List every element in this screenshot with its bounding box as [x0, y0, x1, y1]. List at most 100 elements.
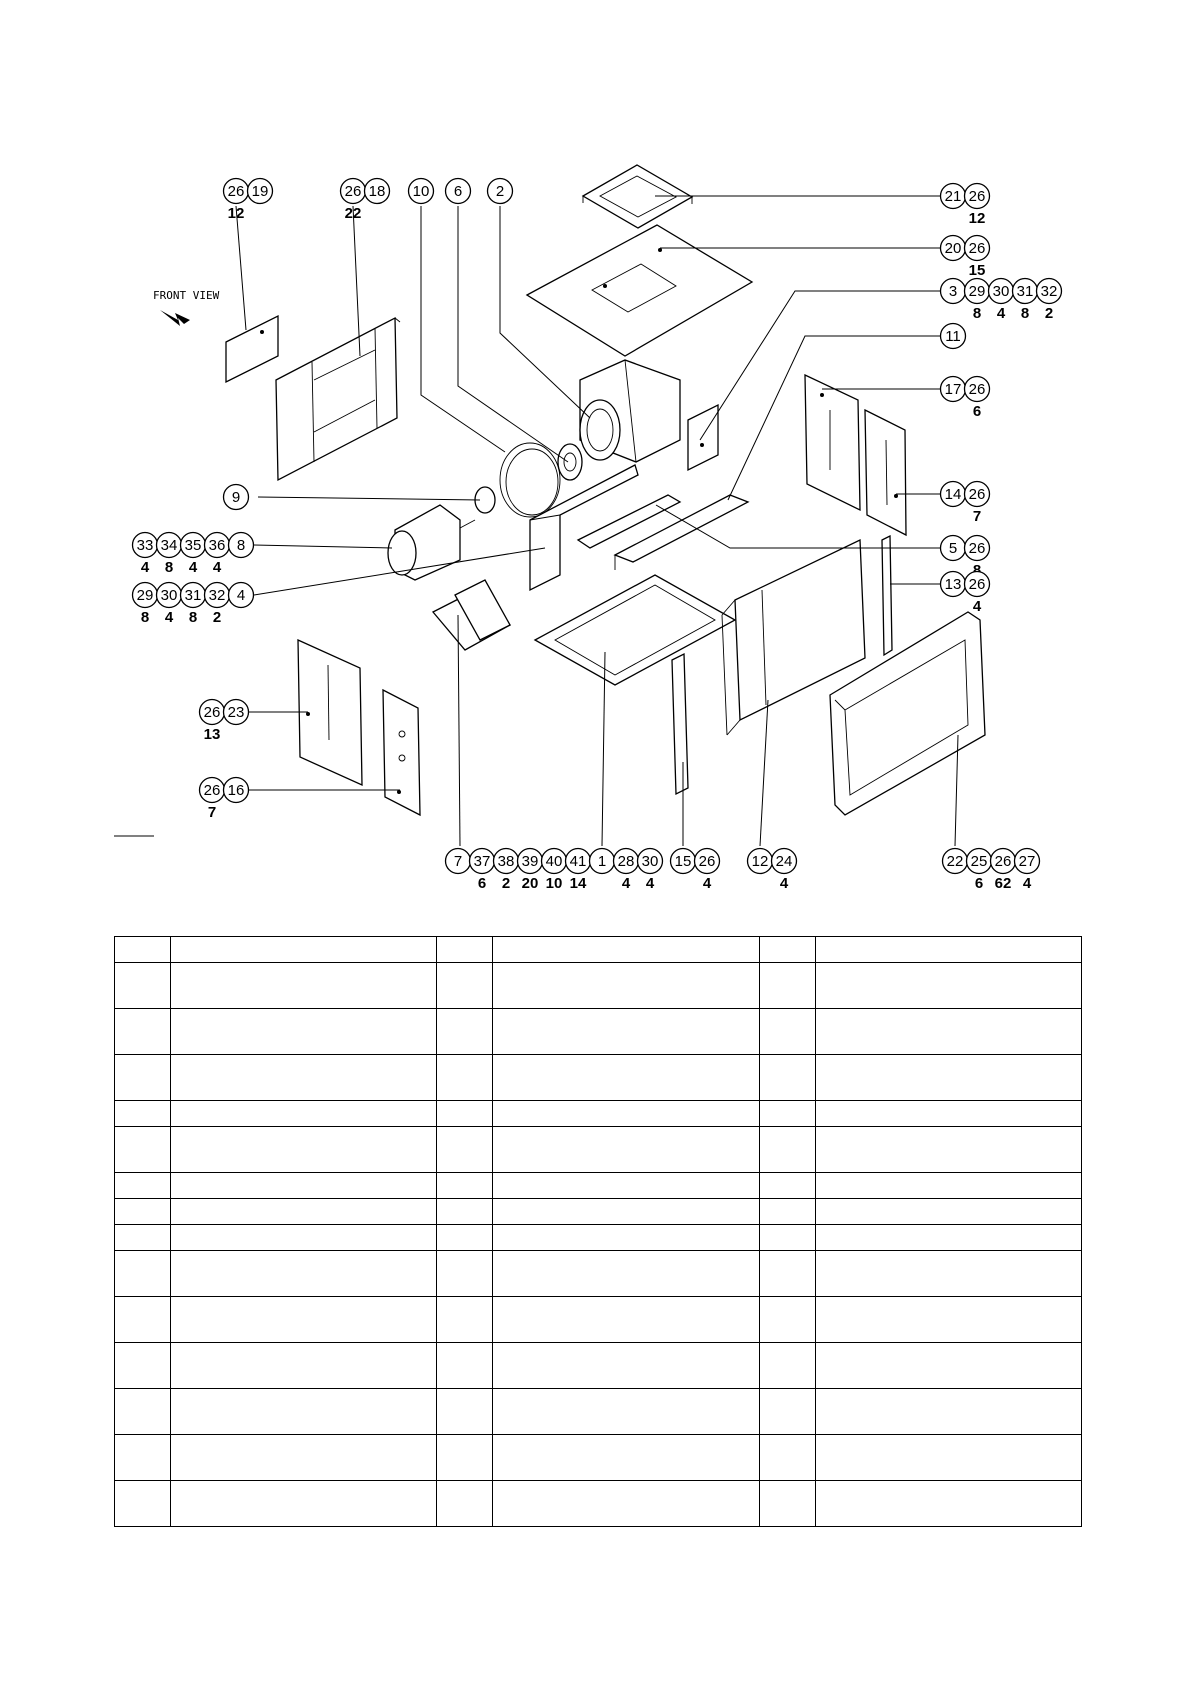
callout-number: 1 [598, 853, 606, 870]
callout-quantity: 4 [646, 875, 655, 892]
part-1-base-tray [533, 574, 737, 686]
callout-number: 26 [204, 704, 221, 721]
callout-number: 15 [675, 853, 692, 870]
item-number-cell [436, 1126, 494, 1173]
table-row [113, 1054, 1083, 1101]
item-description-cell [492, 1008, 760, 1055]
callout-bubble [246, 177, 274, 205]
item-description-cell [814, 1054, 1083, 1101]
table-row [113, 1224, 1083, 1251]
item-number-cell [113, 1054, 172, 1101]
callout-part-23: 26 13 23 [198, 698, 250, 743]
callout-number: 10 [413, 183, 430, 200]
item-number-cell [436, 1198, 494, 1225]
item-description-cell [814, 1296, 1083, 1343]
callout-quantity: 4 [165, 609, 174, 626]
callout-quantity: 13 [204, 726, 221, 743]
table-row [113, 936, 1083, 963]
callout-number: 26 [995, 853, 1012, 870]
item-number-cell [436, 1296, 494, 1343]
callout-quantity: 8 [1021, 305, 1029, 322]
callout-number: 20 [945, 240, 962, 257]
item-number-cell [113, 1198, 172, 1225]
item-number-cell [758, 1342, 816, 1389]
item-number-cell [113, 1126, 172, 1173]
item-number-cell [436, 1172, 494, 1199]
item-description-cell [492, 1224, 760, 1251]
part-15-post [671, 652, 689, 796]
item-description-cell [814, 1172, 1083, 1199]
part-4-motor-base [529, 464, 639, 592]
item-number-cell [436, 1250, 494, 1297]
callout-bubble [963, 375, 991, 403]
callout-part-9: 9 [222, 483, 250, 511]
item-number-cell [758, 1054, 816, 1101]
item-description-cell [814, 1250, 1083, 1297]
callout-number: 26 [969, 576, 986, 593]
callout-number: 5 [949, 540, 957, 557]
callout-quantity: 8 [189, 609, 197, 626]
callout-bubble [1013, 847, 1041, 875]
table-row [113, 1008, 1083, 1055]
part-7-bracket [431, 579, 511, 651]
item-description-cell [170, 1100, 438, 1127]
item-description-cell [170, 962, 438, 1009]
callout-number: 25 [971, 853, 988, 870]
part-8-motor [387, 504, 476, 581]
callout-quantity: 20 [522, 875, 539, 892]
item-description-cell [814, 1126, 1083, 1173]
item-description-cell [814, 1480, 1083, 1527]
item-number-cell [113, 1388, 172, 1435]
callout-number: 7 [454, 853, 462, 870]
callout-number: 33 [137, 537, 154, 554]
item-description-cell [170, 1008, 438, 1055]
callout-quantity: 8 [141, 609, 149, 626]
item-description-cell [492, 1100, 760, 1127]
callout-part-2: 2 [486, 177, 514, 205]
callout-quantity: 12 [228, 205, 245, 222]
callout-part-10: 10 [407, 177, 435, 205]
item-number-cell [758, 1100, 816, 1127]
item-description-cell [492, 1172, 760, 1199]
item-number-cell [758, 1296, 816, 1343]
callout-number: 26 [969, 240, 986, 257]
callout-bubble [407, 177, 435, 205]
table-row [113, 1100, 1083, 1127]
item-number-cell [113, 1250, 172, 1297]
callout-number: 29 [137, 587, 154, 604]
item-description-cell [492, 1250, 760, 1297]
callout-number: 26 [969, 486, 986, 503]
callout-number: 4 [237, 587, 245, 604]
callout-quantity: 10 [546, 875, 563, 892]
callout-number: 26 [204, 782, 221, 799]
item-description-cell [814, 1434, 1083, 1481]
item-description-cell [170, 1434, 438, 1481]
item-number-cell [758, 1126, 816, 1173]
callout-bubble [227, 581, 255, 609]
item-number-cell [436, 1388, 494, 1435]
callout-number: 26 [969, 188, 986, 205]
callout-number: 32 [209, 587, 226, 604]
callout-quantity: 7 [208, 804, 216, 821]
callout-number: 26 [969, 381, 986, 398]
item-number-cell [758, 1250, 816, 1297]
item-number-cell [758, 1224, 816, 1251]
callout-number: 38 [498, 853, 515, 870]
item-description-cell [492, 1126, 760, 1173]
callout-number: 30 [642, 853, 659, 870]
callout-bubble [363, 177, 391, 205]
part-14-side-panel [864, 408, 907, 537]
callout-quantity: 6 [478, 875, 486, 892]
callout-number: 23 [228, 704, 245, 721]
callout-number: 14 [945, 486, 962, 503]
callout-number: 12 [752, 853, 769, 870]
callout-number: 11 [945, 328, 961, 345]
item-description-cell [814, 1100, 1083, 1127]
